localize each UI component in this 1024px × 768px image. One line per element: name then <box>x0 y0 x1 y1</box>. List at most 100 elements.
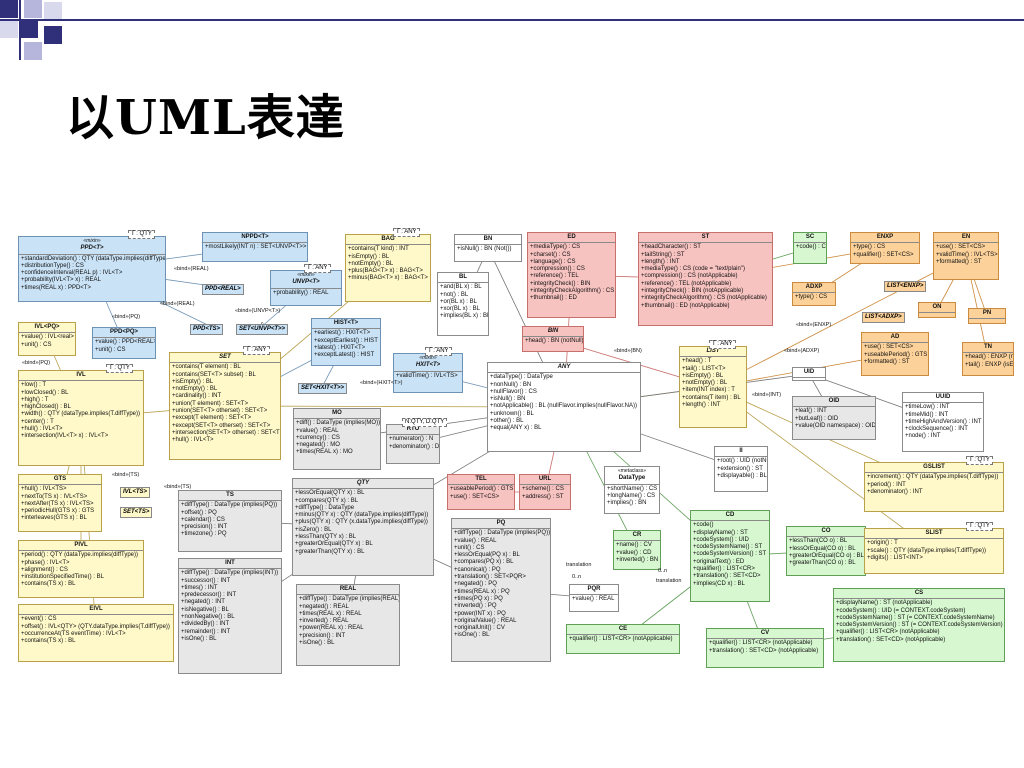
class-name: PQR <box>570 585 618 596</box>
class-operation: +greaterThan(QTY x) : BL <box>295 548 365 555</box>
class-operation: +length() : INT <box>682 402 721 409</box>
class-name-text: EN <box>961 234 971 240</box>
class-name-text: BIN <box>547 328 559 334</box>
class-operation: +equal(ANY x) : BL <box>490 425 542 432</box>
class-name: EN <box>934 233 998 244</box>
deco-vline <box>19 0 21 60</box>
class-operation: +negated() : INT <box>181 599 225 606</box>
class-operation: +confidenceInterval(REAL p) : IVL<T> <box>21 270 123 277</box>
template-binding-sethxit: SET<HXIT<T>> <box>298 383 348 394</box>
class-operation: +charset() : CS <box>530 251 571 258</box>
class-operation: +codeSystemVersion() : ST <box>693 551 767 558</box>
class-operation: +useablePeriod() : GTS <box>450 486 514 493</box>
class-operation: +contains(SET<T> subset) : BL <box>172 371 256 378</box>
class-name-text: IVL<PQ> <box>34 324 60 330</box>
class-operation: +greaterOrEqual(CO o) : BL <box>789 552 864 559</box>
class-operation: +denominator() : INT <box>867 488 923 495</box>
class-operation: +union(T element) : SET<T> <box>172 400 249 407</box>
class-operation: +contains(T item) : BL <box>682 394 741 401</box>
class-operation: +negated() : REAL <box>299 603 349 610</box>
deco-square <box>24 0 42 18</box>
class-name: LIST <box>680 347 746 358</box>
class-name: URL <box>520 475 570 486</box>
class-operations: +diffType() : DataType (implies(PQ))+val… <box>452 529 550 640</box>
uml-class-hist: HIST<T>+earliest() : HXIT<T>+exceptEarli… <box>311 318 381 366</box>
class-name-text: ADXP <box>805 284 823 290</box>
uml-class-mo: MO+diff() : DataType (implies(MO))+value… <box>293 408 381 470</box>
uml-class-url: URL+scheme() : CS+address() : ST <box>519 474 571 510</box>
class-operation: +qualifier() : LIST<CR> <box>693 566 755 573</box>
template-parameter: T : ANY <box>425 347 452 356</box>
class-name: GSLIST <box>865 463 1003 474</box>
class-name: IVL <box>19 371 143 382</box>
class-operations: +qualifier() : LIST<CR> (notApplicable) <box>567 635 679 644</box>
class-operation: +value() : REAL <box>572 596 615 603</box>
class-operations: +and(BL x) : BL+not() : BL+or(BL x) : BL… <box>438 283 488 321</box>
class-operation: +highClosed() : BL <box>21 404 71 411</box>
class-name-text: BAG <box>381 236 395 242</box>
class-operation: +type() : CS <box>853 244 886 251</box>
class-name: BAG <box>346 235 430 246</box>
class-name: «mixin»PPD<T> <box>19 237 165 255</box>
class-operation: +qualifier() : LIST<CR> (notApplicable) <box>709 640 813 647</box>
class-operation: +minus(QTY x) : QTY (dataType.implies(di… <box>295 512 429 519</box>
class-operation: +period() : INT <box>867 481 906 488</box>
uml-class-hxit: «mixin»HXIT<T>+validTime() : IVL<TS> <box>393 353 463 393</box>
class-name: PIVL <box>19 541 143 552</box>
class-operations: +lessThan(CO o) : BL+lessOrEqual(CO o) :… <box>787 537 865 568</box>
class-operation: +phase() : IVL<T> <box>21 559 70 566</box>
class-operation: +compares(PQ x) : BL <box>454 559 514 566</box>
template-parameter: N:QTY, D:QTY <box>402 418 448 427</box>
relationship-label: 0..n <box>658 568 668 574</box>
class-operation: +tail() : LIST<T> <box>682 365 726 372</box>
class-operation: +lessThan(QTY x) : BL <box>295 534 357 541</box>
class-name-text: INT <box>225 560 235 566</box>
class-operation: +compression() : CS (notApplicable) <box>641 273 738 280</box>
uml-class-gslist: GSLIST+increment() : QTY (dataType.impli… <box>864 462 1004 512</box>
class-operation: +intersection(SET<T> otherset) : SET<T> <box>172 429 281 436</box>
deco-square <box>44 2 62 20</box>
class-operations: +type() : CS <box>793 293 835 302</box>
class-operations: +scheme() : CS+address() : ST <box>520 485 570 502</box>
class-operations: +timeLow() : INT+timeMid() : INT+timeHig… <box>903 403 983 441</box>
class-operation: +nonNegative() : BL <box>181 614 235 621</box>
class-operation: +hull() : IVL<TS> <box>21 486 67 493</box>
deco-square <box>24 42 42 60</box>
class-operations: +leaf() : INT+butLeaf() : OID+value(OID … <box>793 407 875 431</box>
class-operation: +mediaType() : CS (code = "text/plain") <box>641 266 745 273</box>
class-name-text: SLIST <box>925 530 943 536</box>
class-name-text: BN <box>483 236 493 242</box>
uml-class-bin: BIN +head() : BN (notNull) <box>522 326 584 352</box>
class-name: TEL <box>448 475 514 486</box>
class-operations: +head() : BN (notNull) <box>523 337 583 346</box>
class-operations: +dataType() : DataType+nonNull() : BN+nu… <box>488 373 640 433</box>
class-operations: +contains(T kind) : INT+isEmpty() : BL+n… <box>346 245 430 283</box>
uml-class-rto: RTO+numerator() : N+denominator() : D <box>386 424 440 464</box>
uml-class-datatype: «metaclass»DataType+shortName() : CS+lon… <box>604 466 660 514</box>
uml-class-gts: GTS+hull() : IVL<TS>+nextTo(TS x) : IVL<… <box>18 474 102 532</box>
template-parameter: T : QTY <box>966 456 993 465</box>
class-operation: +lessOrEqual(PQ x) : BL <box>454 552 520 559</box>
class-operation: +item(INT index) : T <box>682 387 735 394</box>
class-operation: +times(REAL x) : MO <box>296 449 353 456</box>
class-name: «mixin»HXIT<T> <box>394 354 462 372</box>
class-operation: +head() : T <box>682 358 712 365</box>
class-operation: +scheme() : CS <box>522 486 564 493</box>
class-operation: +precision() : INT <box>181 524 228 531</box>
class-operation: +implies() : BN <box>607 500 647 507</box>
class-operation: +contains(TS x) : BL <box>21 581 76 588</box>
class-operation: +not() : BL <box>440 291 469 298</box>
class-name-text: PN <box>982 310 992 316</box>
relationship-label: «bind»(TS) <box>112 472 140 478</box>
class-operation: +timeMid() : INT <box>905 411 949 418</box>
class-operation: +timezone() : PQ <box>181 531 227 538</box>
class-name: SC <box>794 233 826 244</box>
class-operation: +value() : REAL <box>296 427 339 434</box>
uml-class-nppd: NPPD<T>+mostLikely(INT n) : SET<UNVP<T>> <box>202 232 308 262</box>
class-operation: +isOne() : BL <box>299 640 335 647</box>
relationship-label: «bind»(PQ) <box>112 314 141 320</box>
class-operations: +code() : CE <box>794 243 826 252</box>
class-operation: +diff() : DataType (implies(MO)) <box>296 420 381 427</box>
class-operation: +digits() : LIST<INT> <box>867 554 923 561</box>
class-operation: +language() : CS <box>530 258 576 265</box>
